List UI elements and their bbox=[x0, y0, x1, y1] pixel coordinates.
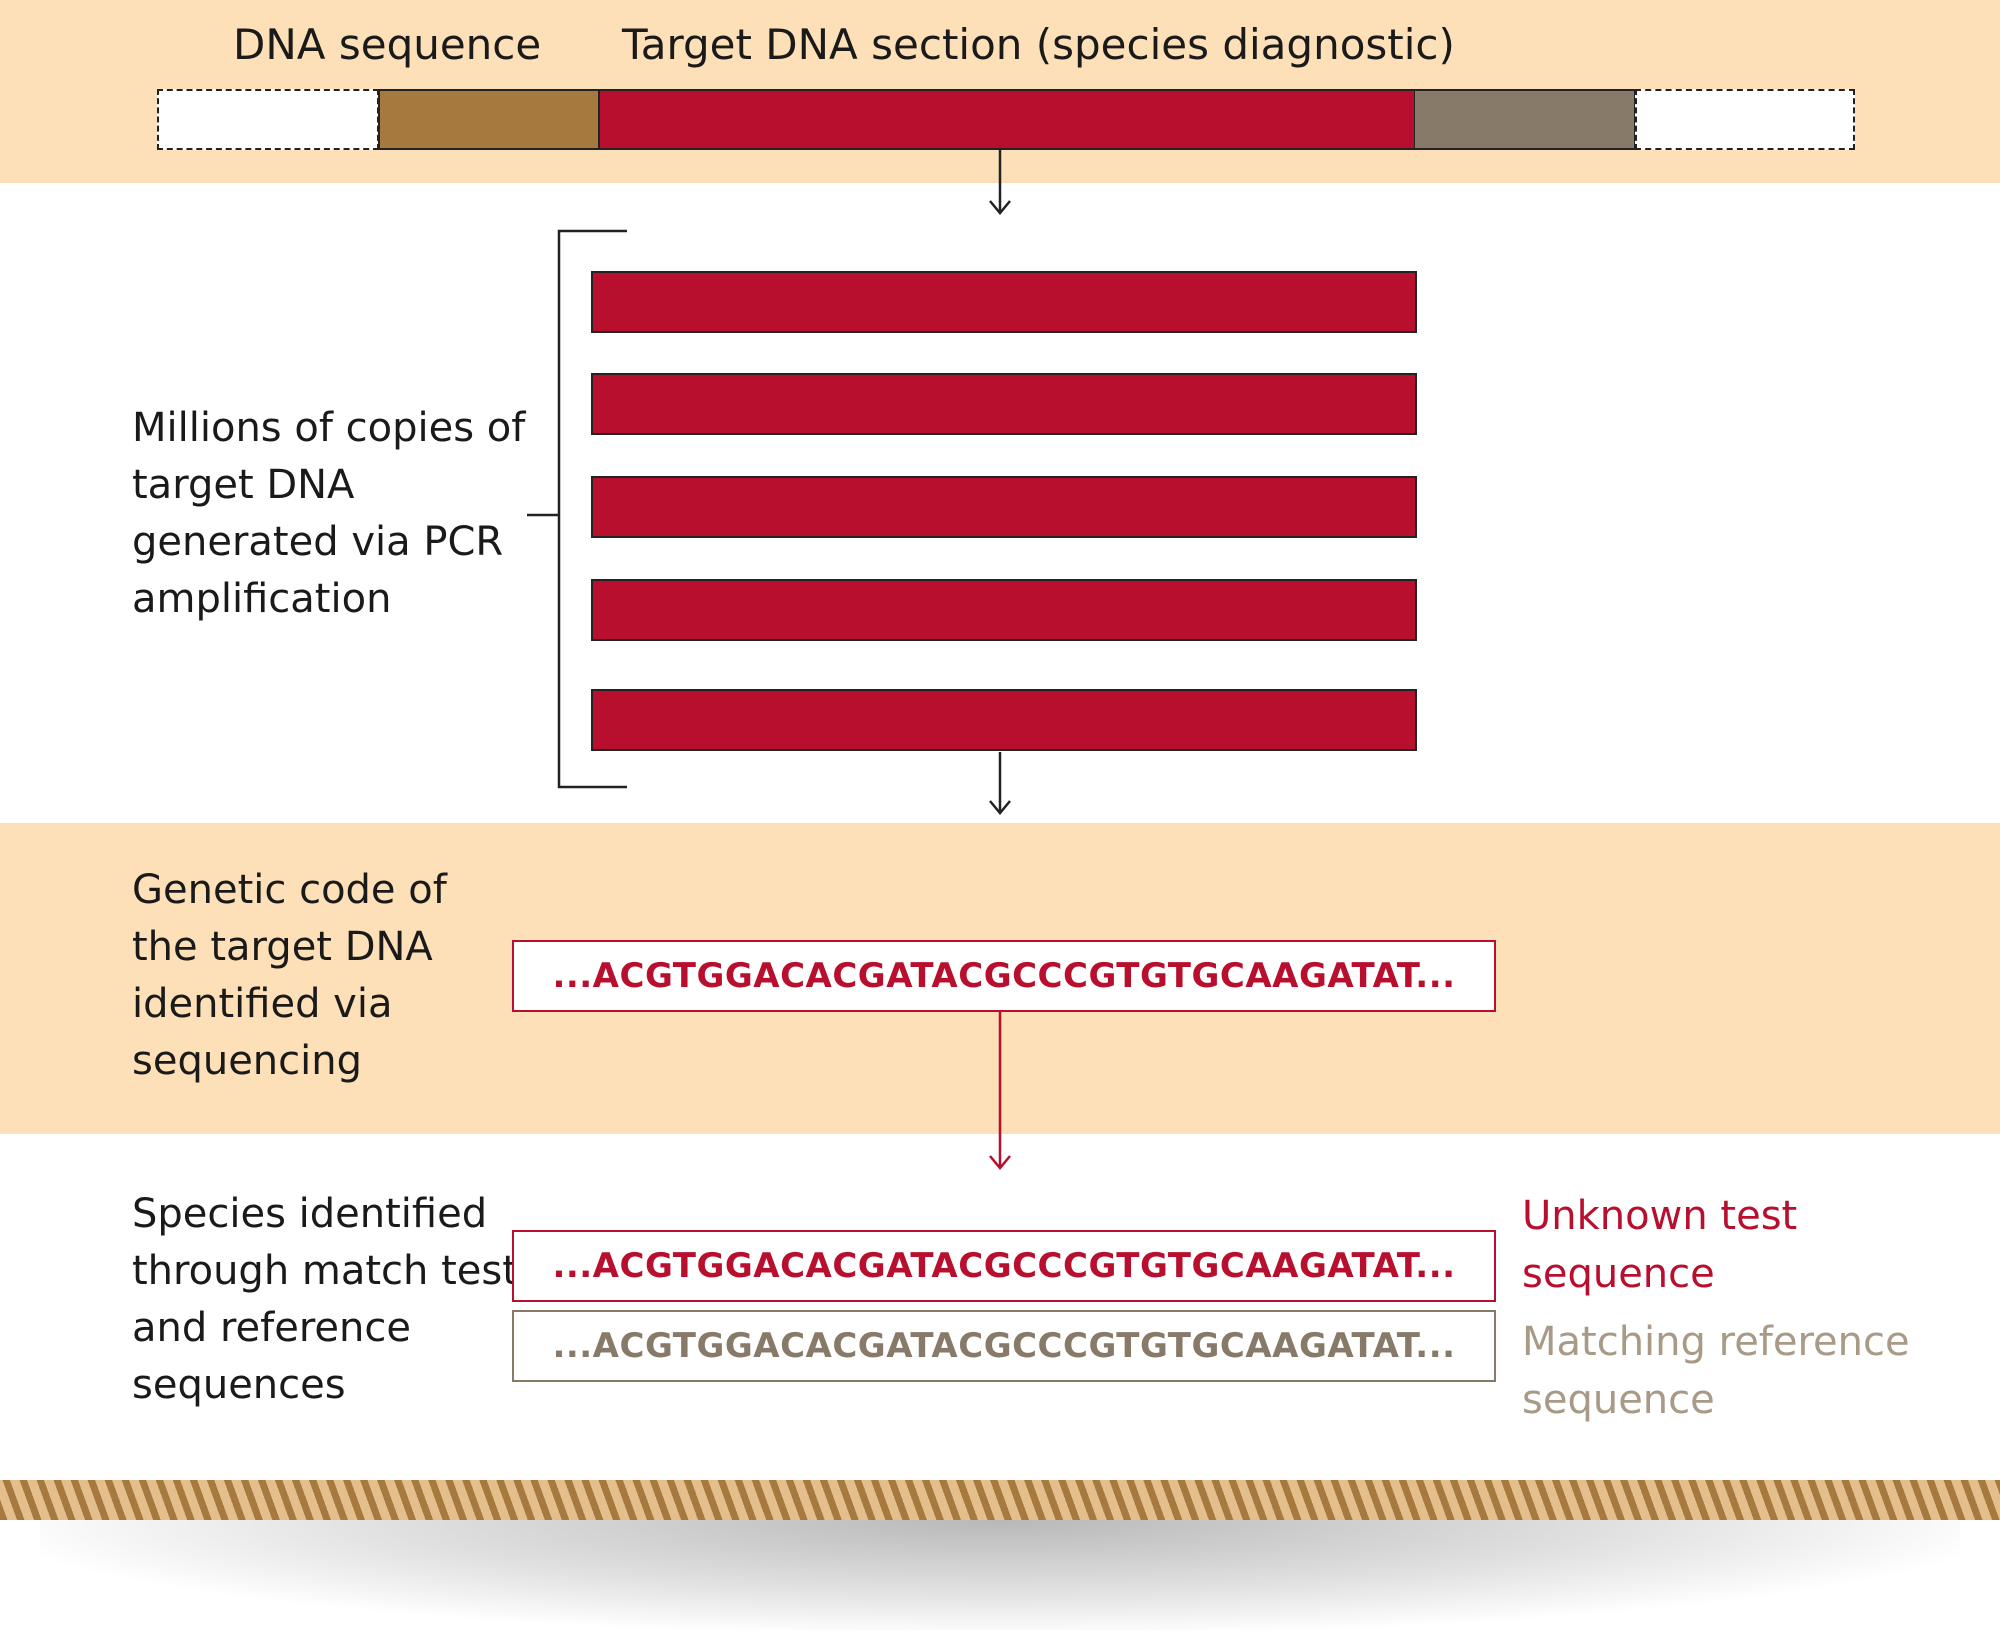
strand-flank-right bbox=[1415, 89, 1636, 150]
dna-copy-bar bbox=[591, 579, 1417, 641]
target-section-label: Target DNA section (species diagnostic) bbox=[622, 20, 1455, 69]
arrow-to-sequencing-head bbox=[989, 800, 1011, 815]
reference-sequence-label: Matching reference sequence bbox=[1522, 1319, 1910, 1423]
test-sequence-label: Unknown test sequence bbox=[1522, 1193, 1798, 1297]
dna-copy-bar bbox=[591, 476, 1417, 538]
arrow-to-match-head bbox=[989, 1155, 1011, 1170]
dna-copy-bar bbox=[591, 373, 1417, 435]
dna-sequence-label: DNA sequence bbox=[233, 20, 542, 69]
target-sequence-box: ...ACGTGGACACGATACGCCCGTGTGCAAGATAT... bbox=[512, 940, 1496, 1012]
strand-unknown-right bbox=[1635, 89, 1855, 150]
amplification-text: Millions of copies of target DNA generat… bbox=[132, 405, 526, 622]
strand-flank-left bbox=[378, 89, 599, 150]
reference-sequence-box: ...ACGTGGACACGATACGCCCGTGTGCAAGATAT... bbox=[512, 1310, 1496, 1382]
strand-target-section bbox=[598, 89, 1416, 150]
identification-text: Species identified through match test an… bbox=[132, 1191, 518, 1408]
strand-unknown-left bbox=[157, 89, 379, 150]
sequencing-text: Genetic code of the target DNA identifie… bbox=[132, 867, 447, 1084]
dna-copy-bar bbox=[591, 689, 1417, 751]
arrow-to-copies-head bbox=[989, 200, 1011, 215]
decorative-stripe-bar bbox=[0, 1480, 2000, 1520]
copies-bracket bbox=[557, 229, 627, 789]
dna-copy-bar bbox=[591, 271, 1417, 333]
test-sequence-box: ...ACGTGGACACGATACGCCCGTGTGCAAGATAT... bbox=[512, 1230, 1496, 1302]
decorative-shadow bbox=[40, 1520, 1960, 1630]
